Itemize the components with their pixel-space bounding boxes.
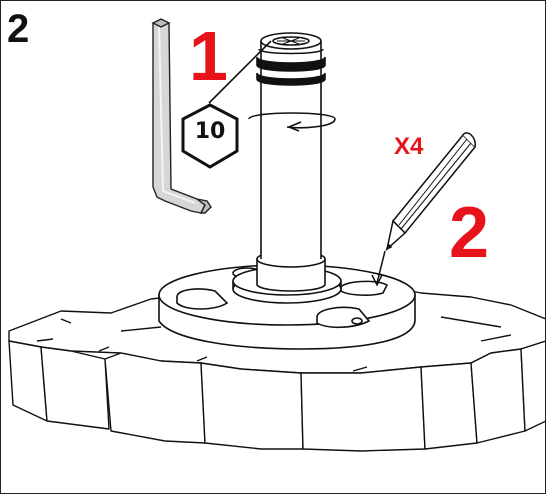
shaft <box>248 32 336 292</box>
callout-first: 1 <box>189 17 228 95</box>
rotate-arrow-icon <box>248 112 336 129</box>
tool-size-label: 10 <box>194 119 226 144</box>
quantity-label: X4 <box>394 133 424 160</box>
allen-key-icon <box>151 18 212 214</box>
pencil-icon <box>371 132 477 287</box>
tool-leader <box>208 40 272 104</box>
step-number: 2 <box>7 7 30 51</box>
callout-second: 2 <box>449 193 490 273</box>
hex-size-badge <box>181 103 239 169</box>
